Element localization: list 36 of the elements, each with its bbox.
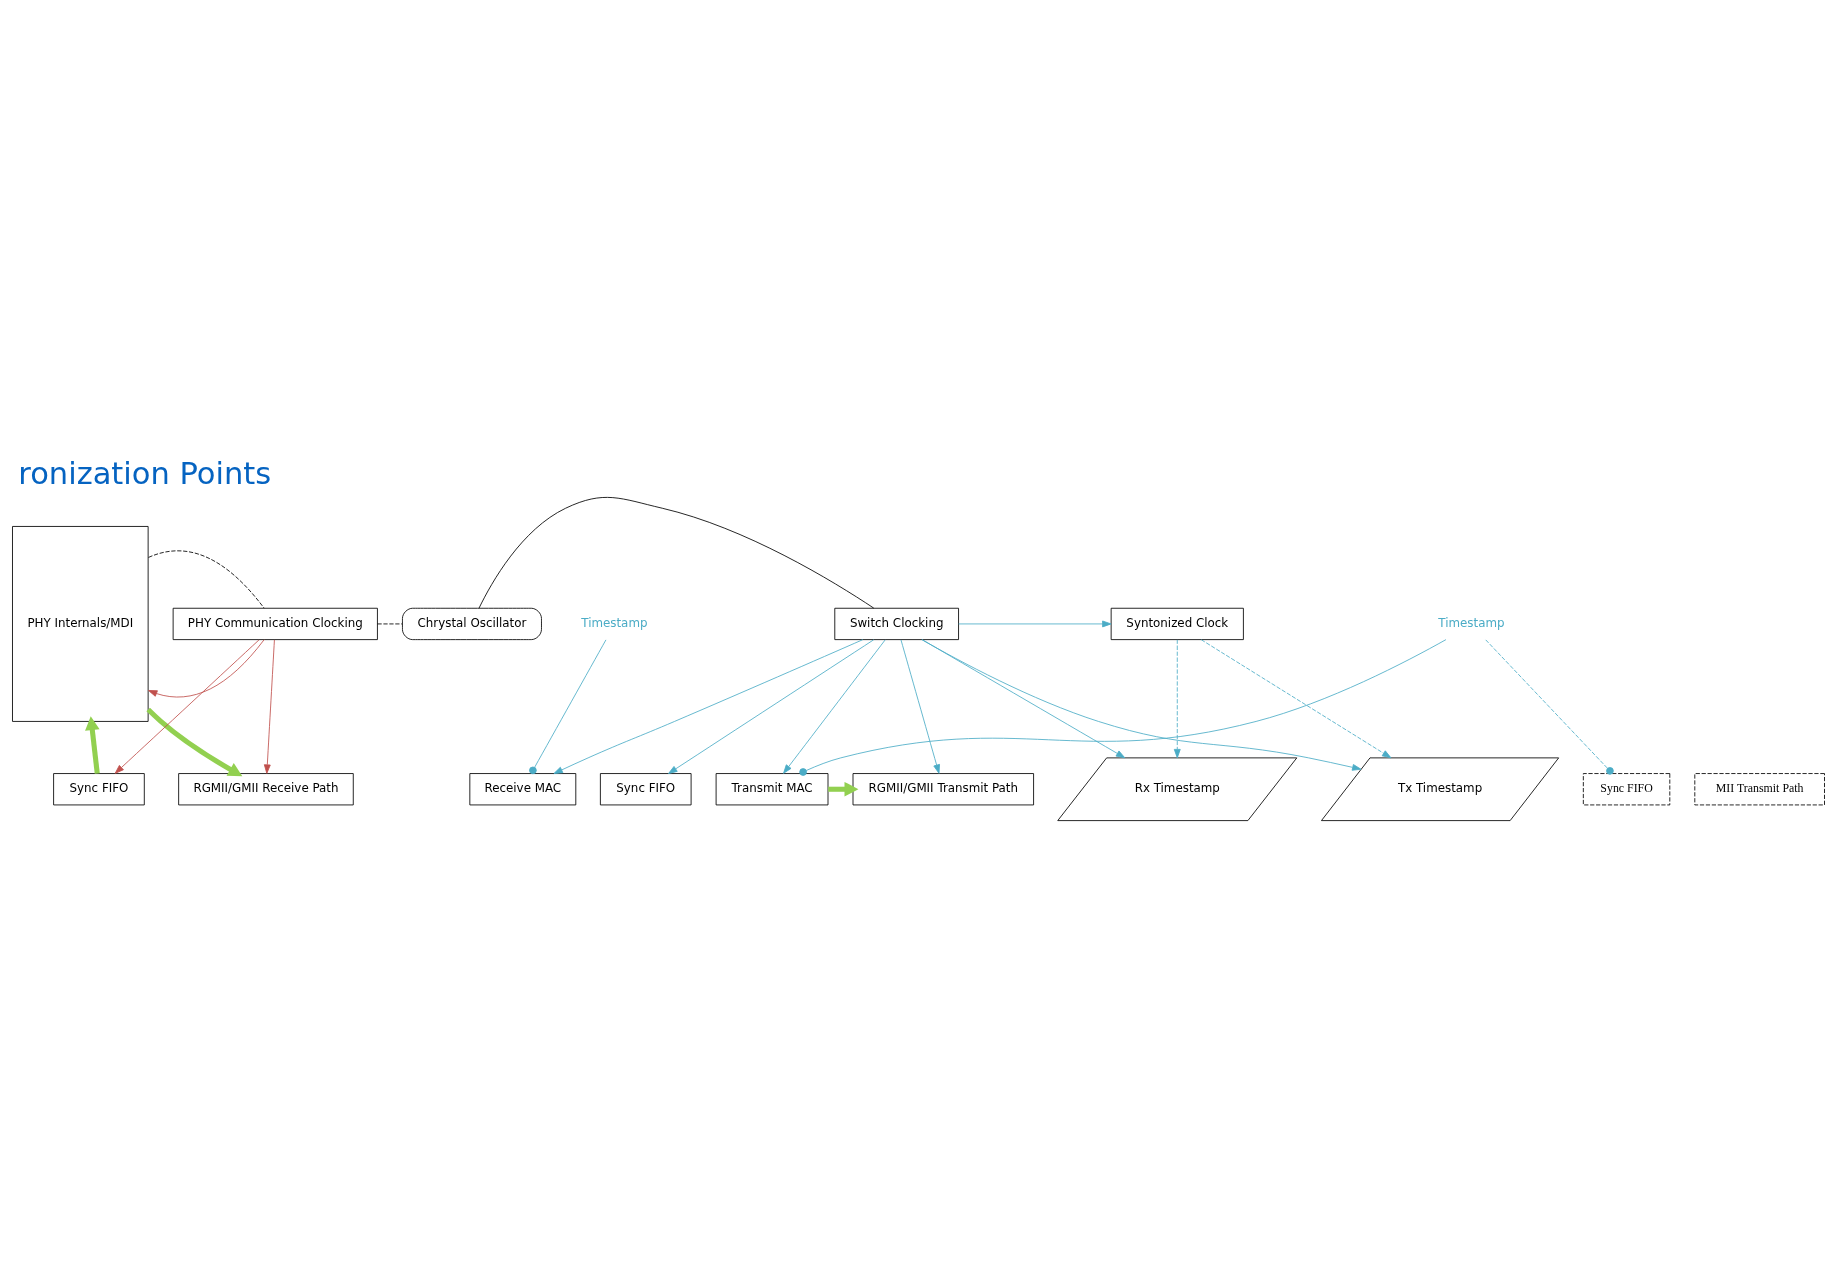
connector [1485,639,1614,775]
node-box: Sync FIFO [599,773,692,806]
connector [799,639,1447,776]
diagram-title: ronization Points [18,456,272,492]
arrow [263,639,275,774]
arrow [828,781,859,797]
connector [529,639,607,775]
arrow [668,639,875,774]
connector [148,550,265,609]
node-box: MII Transmit Path [1694,773,1825,806]
arrow [553,639,864,774]
arrow [146,707,243,777]
node-box: Receive MAC [469,773,577,806]
arrow [783,639,886,774]
arrow [114,639,260,774]
connector [377,623,403,625]
node-box: PHY Internals/MDI [12,526,149,722]
arrow [85,716,100,774]
arrow [148,639,265,698]
arrow [921,639,1362,771]
arrow [1200,639,1392,759]
node-box: Switch Clocking [834,607,959,641]
node-text: Timestamp [1438,616,1505,631]
node-box: Syntonized Clock [1110,607,1244,641]
node-box: RGMII/GMII Receive Path [178,773,354,806]
arrow [900,639,940,774]
node-box: Sync FIFO [53,773,145,806]
arrow [958,620,1112,628]
node-box: Transmit MAC [715,773,829,806]
arrow [1173,639,1181,759]
node-box: PHY Communication Clocking [172,607,378,641]
node-box: RGMII/GMII Transmit Path [852,773,1034,806]
connector [478,496,875,609]
node-box: Sync FIFO [1582,773,1671,806]
node-box: Chrystal Oscillator [402,607,542,641]
node-text: Timestamp [581,616,648,631]
